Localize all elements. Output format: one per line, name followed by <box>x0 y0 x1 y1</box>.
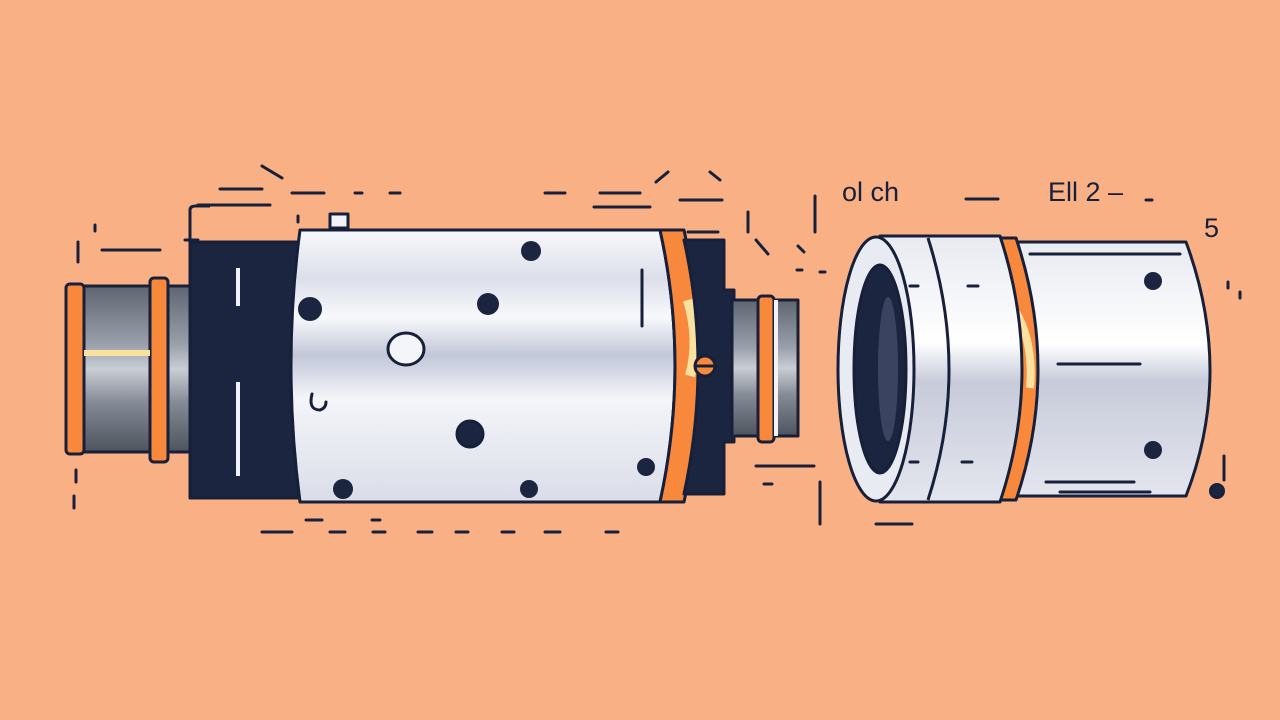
bolt-holes <box>298 241 655 499</box>
sleeve-body <box>1014 240 1212 498</box>
bolt-hole <box>521 241 541 261</box>
label-side-number: 5 <box>1204 213 1219 243</box>
left-mid-collar <box>148 276 170 464</box>
right-stub-collar <box>756 294 776 444</box>
sleeve-bolt <box>1144 272 1162 290</box>
bolt-hole <box>637 458 655 476</box>
label-top-right: Ell 2 – <box>1048 177 1123 207</box>
dark-flange <box>188 240 302 500</box>
bolt-hole <box>298 297 322 321</box>
center-port <box>386 331 426 367</box>
left-end-collar <box>64 282 86 456</box>
sleeve-bolt <box>1144 441 1162 459</box>
hook-mark <box>309 392 328 412</box>
sleeve-markings <box>908 252 1182 494</box>
bolt-hole <box>477 293 499 315</box>
top-pin <box>328 212 350 230</box>
bolt-hole <box>333 479 353 499</box>
label-top-center: ol ch <box>842 177 899 207</box>
bolt-hole <box>520 480 538 498</box>
detached-screw <box>1209 483 1225 499</box>
right-sleeve-assembly <box>836 234 1212 504</box>
left-shaft-assembly <box>64 204 800 504</box>
left-shaft <box>78 284 192 454</box>
front-ring-outer <box>878 234 1024 504</box>
main-cylinder <box>289 228 677 504</box>
bolt-hole <box>455 419 485 449</box>
